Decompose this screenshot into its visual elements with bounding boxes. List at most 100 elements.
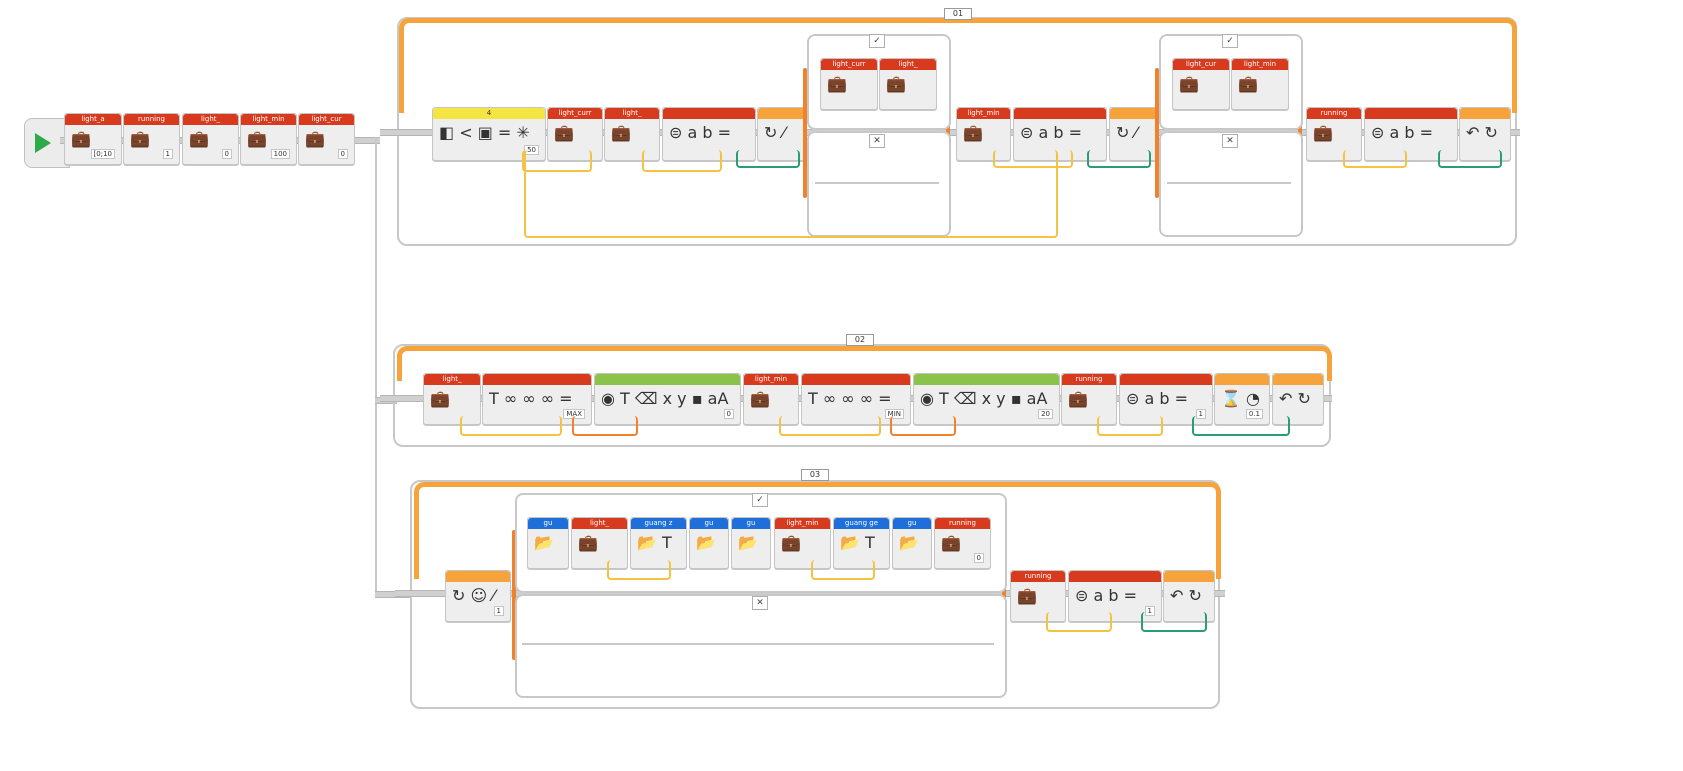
file-name: gu (528, 518, 568, 529)
true-case-mark[interactable]: ✓ (1222, 34, 1238, 48)
variable-block[interactable]: light_min 💼 (1231, 58, 1289, 110)
case-wire (522, 643, 994, 645)
loop-interrupt-block[interactable]: ↶ ↻ (1272, 373, 1324, 425)
data-wire (524, 150, 1058, 238)
variable-name: running (1011, 571, 1065, 582)
hourglass-icon: ⌛ ◔ (1221, 389, 1260, 408)
compare-sensor-block[interactable]: 4 ◧ < ▣ = ✳ 50 (432, 107, 546, 161)
briefcase-icon: 💼 (781, 533, 801, 552)
display-value[interactable]: 0 (723, 409, 734, 419)
variable-block[interactable]: light_curr 💼 (547, 107, 603, 161)
switch-case-false[interactable] (515, 594, 1007, 698)
compare-block[interactable]: ⊜ a b = 1 (1119, 373, 1213, 425)
variable-name: light_curr (548, 108, 602, 119)
variable-name: light_min (957, 108, 1010, 119)
variable-block[interactable]: running 💼 (1061, 373, 1117, 425)
variable-block[interactable]: light_ 💼 (423, 373, 481, 425)
display-block[interactable]: ◉ T ⌫ x y ▪ aA 0 (594, 373, 741, 425)
loop-03-label[interactable]: 03 (801, 469, 829, 481)
wait-value[interactable]: 0.1 (1245, 409, 1263, 419)
briefcase-icon: 💼 (305, 129, 325, 148)
variable-block[interactable]: light_cur 💼 0 (298, 113, 355, 165)
display-header (595, 374, 740, 385)
variable-value[interactable]: [0;10 (90, 149, 115, 159)
variable-block[interactable]: light_min 💼 (956, 107, 1011, 161)
variable-block[interactable]: running 💼 (1306, 107, 1362, 161)
loop-exit-header (1273, 374, 1323, 385)
true-case-mark[interactable]: ✓ (869, 34, 885, 48)
logic-wire (1087, 150, 1151, 168)
file-block[interactable]: gu 📂 (689, 517, 729, 569)
text-header (802, 374, 910, 385)
compare-value[interactable]: 1 (1144, 606, 1155, 616)
variable-block[interactable]: light_ 💼 0 (182, 113, 239, 165)
false-case-mark[interactable]: ✕ (869, 134, 885, 148)
switch-logic-block[interactable]: ↻ ⁄ (757, 107, 807, 161)
switch-case-false[interactable] (807, 131, 951, 237)
compare-block[interactable]: ⊜ a b = 1 (1068, 570, 1162, 622)
compare-block[interactable]: ⊜ a b = (1364, 107, 1458, 161)
loop-02-header-bar (397, 346, 1332, 381)
switch-logic-block[interactable]: ↻ ☺ ⁄ 1 (445, 570, 511, 622)
variable-block[interactable]: light_min 💼 100 (240, 113, 297, 165)
variable-name: light_cur (299, 114, 354, 125)
loop-exit-header (1460, 108, 1510, 119)
display-icon: ◉ T ⌫ x y ▪ aA (920, 389, 1048, 408)
variable-block[interactable]: running 💼 (1010, 570, 1066, 622)
switch-value[interactable]: 1 (493, 606, 504, 616)
variable-name: light_ (424, 374, 480, 385)
loop-01-label[interactable]: 01 (944, 8, 972, 20)
text-value[interactable]: MIN (884, 409, 904, 419)
false-case-mark[interactable]: ✕ (752, 596, 768, 610)
file-block[interactable]: guang ge📂 T (833, 517, 890, 569)
compare-block[interactable]: ⊜ a b = (1013, 107, 1107, 161)
variable-value[interactable]: 100 (270, 149, 290, 159)
port-label: 4 (433, 108, 545, 119)
false-case-mark[interactable]: ✕ (1222, 134, 1238, 148)
briefcase-icon: 💼 (1068, 389, 1088, 408)
wait-block[interactable]: ⌛ ◔ 0.1 (1214, 373, 1270, 425)
loop-interrupt-block[interactable]: ↶ ↻ (1459, 107, 1511, 161)
switch-case-false[interactable] (1159, 131, 1303, 237)
compare-icon: ⊜ a b = (1126, 389, 1189, 408)
text-wire (572, 416, 638, 436)
file-name: guang z (631, 518, 686, 529)
data-wire (1343, 150, 1407, 168)
variable-value[interactable]: 1 (162, 149, 173, 159)
briefcase-icon: 💼 (941, 533, 961, 552)
play-icon[interactable] (35, 133, 51, 153)
file-block[interactable]: guang z📂 T (630, 517, 687, 569)
variable-value[interactable]: 0 (337, 149, 348, 159)
file-block[interactable]: gu📂 (527, 517, 569, 569)
loop-interrupt-block[interactable]: ↶ ↻ (1163, 570, 1215, 622)
briefcase-icon: 💼 (554, 123, 574, 142)
file-name: gu (690, 518, 728, 529)
variable-name: light_min (1232, 59, 1288, 70)
variable-name: light_curr (821, 59, 877, 70)
variable-block[interactable]: light_a 💼 [0;10 (64, 113, 122, 165)
case-wire (815, 182, 939, 184)
variable-block[interactable]: light_min 💼 (743, 373, 799, 425)
file-block[interactable]: gu📂 (892, 517, 932, 569)
file-block[interactable]: gu📂 (731, 517, 771, 569)
variable-block[interactable]: running💼0 (934, 517, 991, 569)
briefcase-icon: 💼 (1017, 586, 1037, 605)
compare-value[interactable]: 1 (1195, 409, 1206, 419)
variable-block[interactable]: light_curr 💼 (820, 58, 878, 110)
variable-block[interactable]: light_min💼 (774, 517, 831, 569)
display-block[interactable]: ◉ T ⌫ x y ▪ aA 20 (913, 373, 1060, 425)
variable-block[interactable]: light_💼 (571, 517, 628, 569)
true-case-mark[interactable]: ✓ (752, 493, 768, 507)
compare-block[interactable]: ⊜ a b = (662, 107, 756, 161)
variable-block[interactable]: running 💼 1 (123, 113, 180, 165)
variable-value[interactable]: 0 (973, 553, 984, 563)
compare-icon: ⊜ a b = (1371, 123, 1434, 142)
file-icon: 📂 (696, 533, 716, 552)
branch-wire (375, 137, 377, 595)
display-value[interactable]: 20 (1038, 409, 1053, 419)
loop-02-label[interactable]: 02 (846, 334, 874, 346)
variable-value[interactable]: 0 (221, 149, 232, 159)
variable-block[interactable]: light_ 💼 (879, 58, 937, 110)
variable-block[interactable]: light_ 💼 (604, 107, 660, 161)
variable-block[interactable]: light_cur 💼 (1172, 58, 1230, 110)
